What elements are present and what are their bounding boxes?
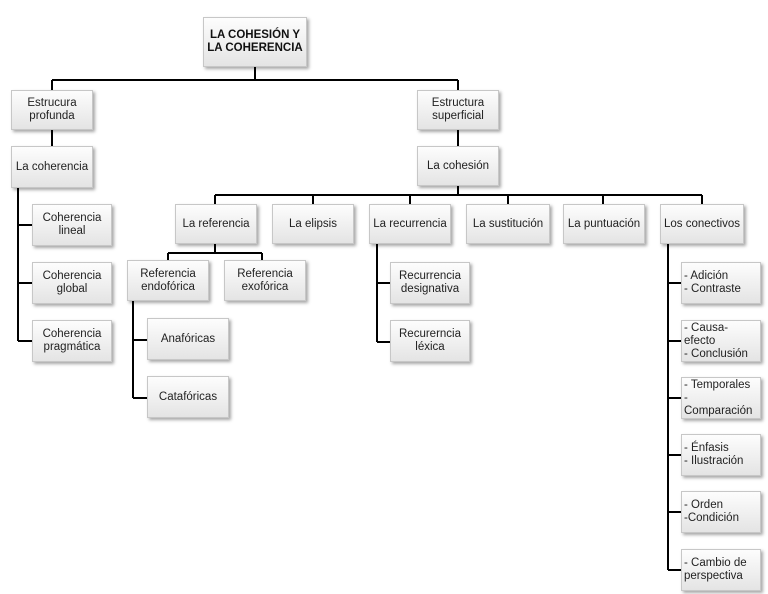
referencia-exoforica: Referencia exofórica: [224, 260, 306, 301]
recurrencia-designativa: Recurrencia designativa: [390, 262, 470, 304]
referencia-cataforicas: Catafóricas: [147, 376, 229, 418]
conectivos-cambio-perspectiva: - Cambio de perspectiva: [681, 549, 761, 591]
mechanism-conectivos: Los conectivos: [660, 204, 744, 244]
referencia-anaforicas: Anafóricas: [147, 318, 229, 360]
conectivos-causa-conclusion: - Causa-efecto - Conclusión: [681, 320, 761, 362]
conectivos-adicion-contraste: - Adición - Contraste: [681, 262, 761, 304]
conectivos-temporales-comparacion: - Temporales - Comparación: [681, 377, 761, 419]
mechanism-elipsis: La elipsis: [272, 204, 354, 244]
referencia-endoforica: Referencia endofórica: [127, 260, 209, 301]
conectivos-enfasis-ilustracion: - Énfasis - Ilustración: [681, 434, 761, 476]
cohesion-node: La cohesión: [417, 146, 499, 186]
coherence-type-pragmatica: Coherencia pragmática: [32, 320, 112, 362]
mechanism-sustitucion: La sustitución: [466, 204, 550, 244]
coherence-type-lineal: Coherencia lineal: [32, 204, 112, 246]
root-node: LA COHESIÓN Y LA COHERENCIA: [203, 17, 307, 67]
recurrencia-lexica: Recurerncia léxica: [390, 320, 470, 362]
mechanism-puntuacion: La puntuación: [563, 204, 645, 244]
coherence-type-global: Coherencia global: [32, 262, 112, 304]
mechanism-referencia: La referencia: [175, 204, 257, 244]
mechanism-recurrencia: La recurrencia: [369, 204, 451, 244]
conectivos-orden-condicion: - Orden -Condición: [681, 491, 761, 533]
deep-structure-node: Estrucura profunda: [11, 90, 93, 130]
coherence-node: La coherencia: [11, 146, 93, 188]
surface-structure-node: Estructura superficial: [417, 90, 499, 130]
